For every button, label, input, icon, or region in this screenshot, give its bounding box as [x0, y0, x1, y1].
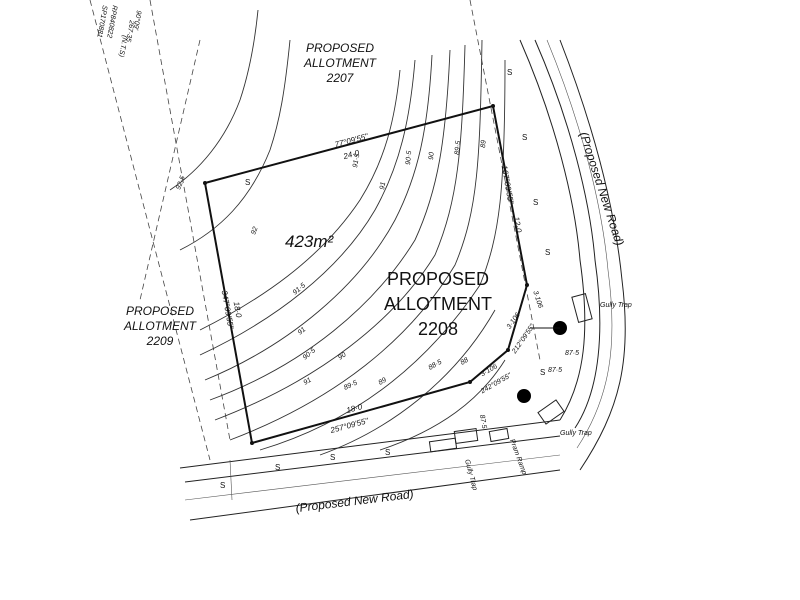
feature-labels: Gully Trap Gully Trap Gully Trap Pram Ra…: [463, 302, 632, 491]
service-markers: [517, 321, 567, 403]
allotment-2209-line1: PROPOSED: [126, 304, 194, 318]
contour-label: 91: [379, 181, 387, 190]
sewer-mark: S: [522, 133, 527, 142]
contour-label: 91·5: [352, 153, 361, 168]
contour-label: 90·5: [302, 347, 317, 361]
contour-label: 90: [428, 152, 436, 160]
contour-label: 89·5: [343, 380, 359, 392]
contour-label: 88·5: [428, 359, 444, 372]
sewer-mark: S: [245, 178, 250, 187]
area-label: 423m²: [285, 232, 335, 251]
sewer-mark: S: [385, 448, 390, 457]
contour-label: 87·5: [565, 350, 579, 357]
allotment-2209-line3: 2209: [146, 334, 174, 348]
pram-ramp-label: Pram Ramp: [508, 438, 527, 476]
allotment-2209-label: PROPOSED ALLOTMENT 2209: [123, 304, 198, 348]
bottom-road: [179, 419, 561, 521]
marker-2: [517, 389, 531, 403]
allotment-2207-line2: ALLOTMENT: [303, 56, 378, 70]
sewer-mark: S: [545, 248, 550, 257]
allotment-2208-label: PROPOSED ALLOTMENT 2208: [384, 269, 492, 339]
contour-label: 88: [460, 357, 470, 367]
contour-label: 87·5: [548, 367, 562, 374]
right-length: 12·0: [512, 216, 524, 234]
allotment-2207-line1: PROPOSED: [306, 41, 374, 55]
allotment-2207-label: PROPOSED ALLOTMENT 2207: [303, 41, 378, 85]
contour-label: 91: [303, 377, 313, 387]
gully-trap-label-2: Gully Trap: [560, 430, 592, 437]
sewer-mark: S: [220, 481, 225, 490]
sewer-marks: S S S S S S S S S S: [220, 68, 550, 490]
contour-label: 90·5: [405, 151, 413, 166]
corner-a-length: 3·106: [531, 290, 543, 309]
survey-ref-4: 267·35: [124, 19, 135, 43]
survey-ref-5: (N.T.S): [117, 35, 128, 58]
survey-ref-3: 90°09': [131, 10, 142, 31]
contour-label: 89: [480, 140, 488, 148]
gully-trap-label-3: Gully Trap: [463, 459, 478, 492]
contour-label: 91: [297, 326, 308, 336]
gully-trap-label-1: Gully Trap: [600, 302, 632, 309]
sewer-mark: S: [540, 368, 545, 377]
contour-label: 89: [378, 377, 388, 387]
allotment-2208-line3: 2208: [418, 319, 458, 339]
survey-reference-text: SP170881 RP840822 90°09' 267·35 (N.T.S): [95, 5, 143, 58]
top-length: 24·0: [341, 148, 360, 161]
contour-label: 89·5: [454, 141, 462, 156]
contour-label: 92·5: [175, 175, 186, 191]
bottom-length: 18·0: [345, 402, 363, 415]
allotment-2209-line2: ALLOTMENT: [123, 319, 198, 333]
allotment-2208-line2: ALLOTMENT: [384, 294, 492, 314]
allotment-2207-line3: 2207: [326, 71, 355, 85]
top-bearing: 77°09'55": [334, 132, 371, 150]
allotment-2208-boundary: [203, 104, 529, 445]
bottom-road-label: (Proposed New Road): [295, 487, 415, 515]
gully-trap-structures: [428, 293, 593, 453]
sewer-mark: S: [507, 68, 512, 77]
contour-label: 87·5: [478, 414, 487, 429]
contour-label: 90: [337, 351, 347, 361]
sewer-mark: S: [533, 198, 538, 207]
sewer-mark: S: [330, 453, 335, 462]
right-road: [519, 39, 626, 471]
contour-label: 92: [250, 226, 259, 236]
left-length: 18·0: [232, 301, 244, 319]
sewer-mark: S: [275, 463, 280, 472]
contour-labels: 91·5 91 90·5 90 89·5 89 91·5 91 90·5 90 …: [175, 140, 579, 430]
contour-lines: [169, 9, 506, 456]
allotment-2208-line1: PROPOSED: [387, 269, 489, 289]
